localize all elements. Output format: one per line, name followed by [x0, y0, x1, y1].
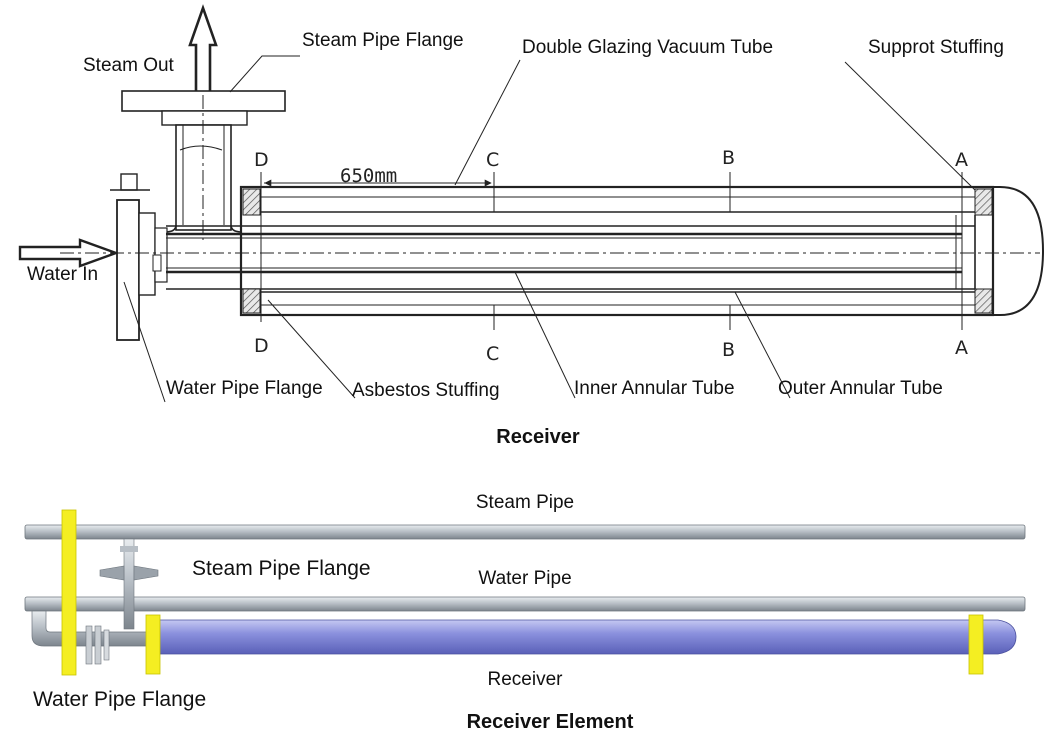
steam-pipe-label: Steam Pipe: [476, 492, 574, 513]
section-marker-a-bottom: A: [955, 337, 968, 359]
asbestos-stuffing-top: [242, 188, 261, 216]
yellow-bracket-left: [61, 509, 77, 676]
asbestos-stuffing-bottom: [242, 288, 261, 314]
water-pipe-flange-render: [85, 625, 110, 665]
section-marker-b-top: B: [722, 147, 735, 169]
section-marker-b-bottom: B: [722, 339, 735, 361]
inner-annular-tube-drawing: [60, 232, 1040, 274]
receiver-tube-render: [149, 619, 1017, 655]
receiver-drawing: 650mm D D C C B B A A Steam Out Steam Pi…: [18, 4, 1045, 448]
section-marker-a-top: A: [955, 149, 968, 171]
section-marker-d-bottom: D: [254, 335, 269, 357]
section-marker-c-top: C: [486, 149, 499, 171]
water-pipe-label: Water Pipe: [478, 568, 571, 589]
water-pipe-flange-label: Water Pipe Flange: [166, 378, 323, 399]
receiver-caption: Receiver: [496, 426, 580, 448]
steam-pipe-flange-render: [99, 538, 159, 630]
asbestos-stuffing-label: Asbestos Stuffing: [352, 380, 500, 401]
steam-riser: [164, 95, 243, 240]
receiver-element: Steam Pipe Steam Pipe Flange Water Pipe …: [24, 492, 1026, 733]
double-glazing-vacuum-tube-label: Double Glazing Vacuum Tube: [522, 37, 773, 58]
water-in-label: Water In: [27, 264, 98, 285]
water-pipe-flange-element-label: Water Pipe Flange: [33, 688, 206, 711]
water-pipe-render: [24, 596, 1026, 612]
support-stuffing-bottom: [974, 288, 993, 314]
water-pipe-flange-body: [110, 173, 168, 341]
steam-pipe-flange-element-label: Steam Pipe Flange: [192, 557, 371, 580]
vacuum-tube-drawing: [239, 185, 1045, 317]
steam-out-arrow-icon: [188, 4, 218, 94]
yellow-bracket-receiver-start: [145, 614, 161, 675]
steam-out-label: Steam Out: [83, 55, 175, 76]
receiver-label: Receiver: [488, 669, 564, 690]
outer-annular-tube-drawing: [166, 225, 975, 290]
support-stuffing-label: Supprot Stuffing: [868, 37, 1004, 58]
support-stuffing-top: [974, 188, 993, 216]
receiver-element-caption: Receiver Element: [467, 711, 634, 733]
section-lines: [260, 172, 963, 330]
dimension-650mm: 650mm: [264, 165, 492, 187]
steam-pipe-flange-label: Steam Pipe Flange: [302, 30, 464, 51]
inner-annular-tube-label: Inner Annular Tube: [574, 378, 735, 399]
yellow-bracket-receiver-end: [968, 614, 984, 675]
section-marker-d-top: D: [254, 149, 269, 171]
end-cap: [993, 186, 1045, 316]
steam-pipe-render: [24, 524, 1026, 540]
outer-annular-tube-label: Outer Annular Tube: [778, 378, 943, 399]
dimension-label: 650mm: [340, 165, 397, 187]
leader-lines: [123, 55, 976, 403]
section-marker-c-bottom: C: [486, 343, 499, 365]
